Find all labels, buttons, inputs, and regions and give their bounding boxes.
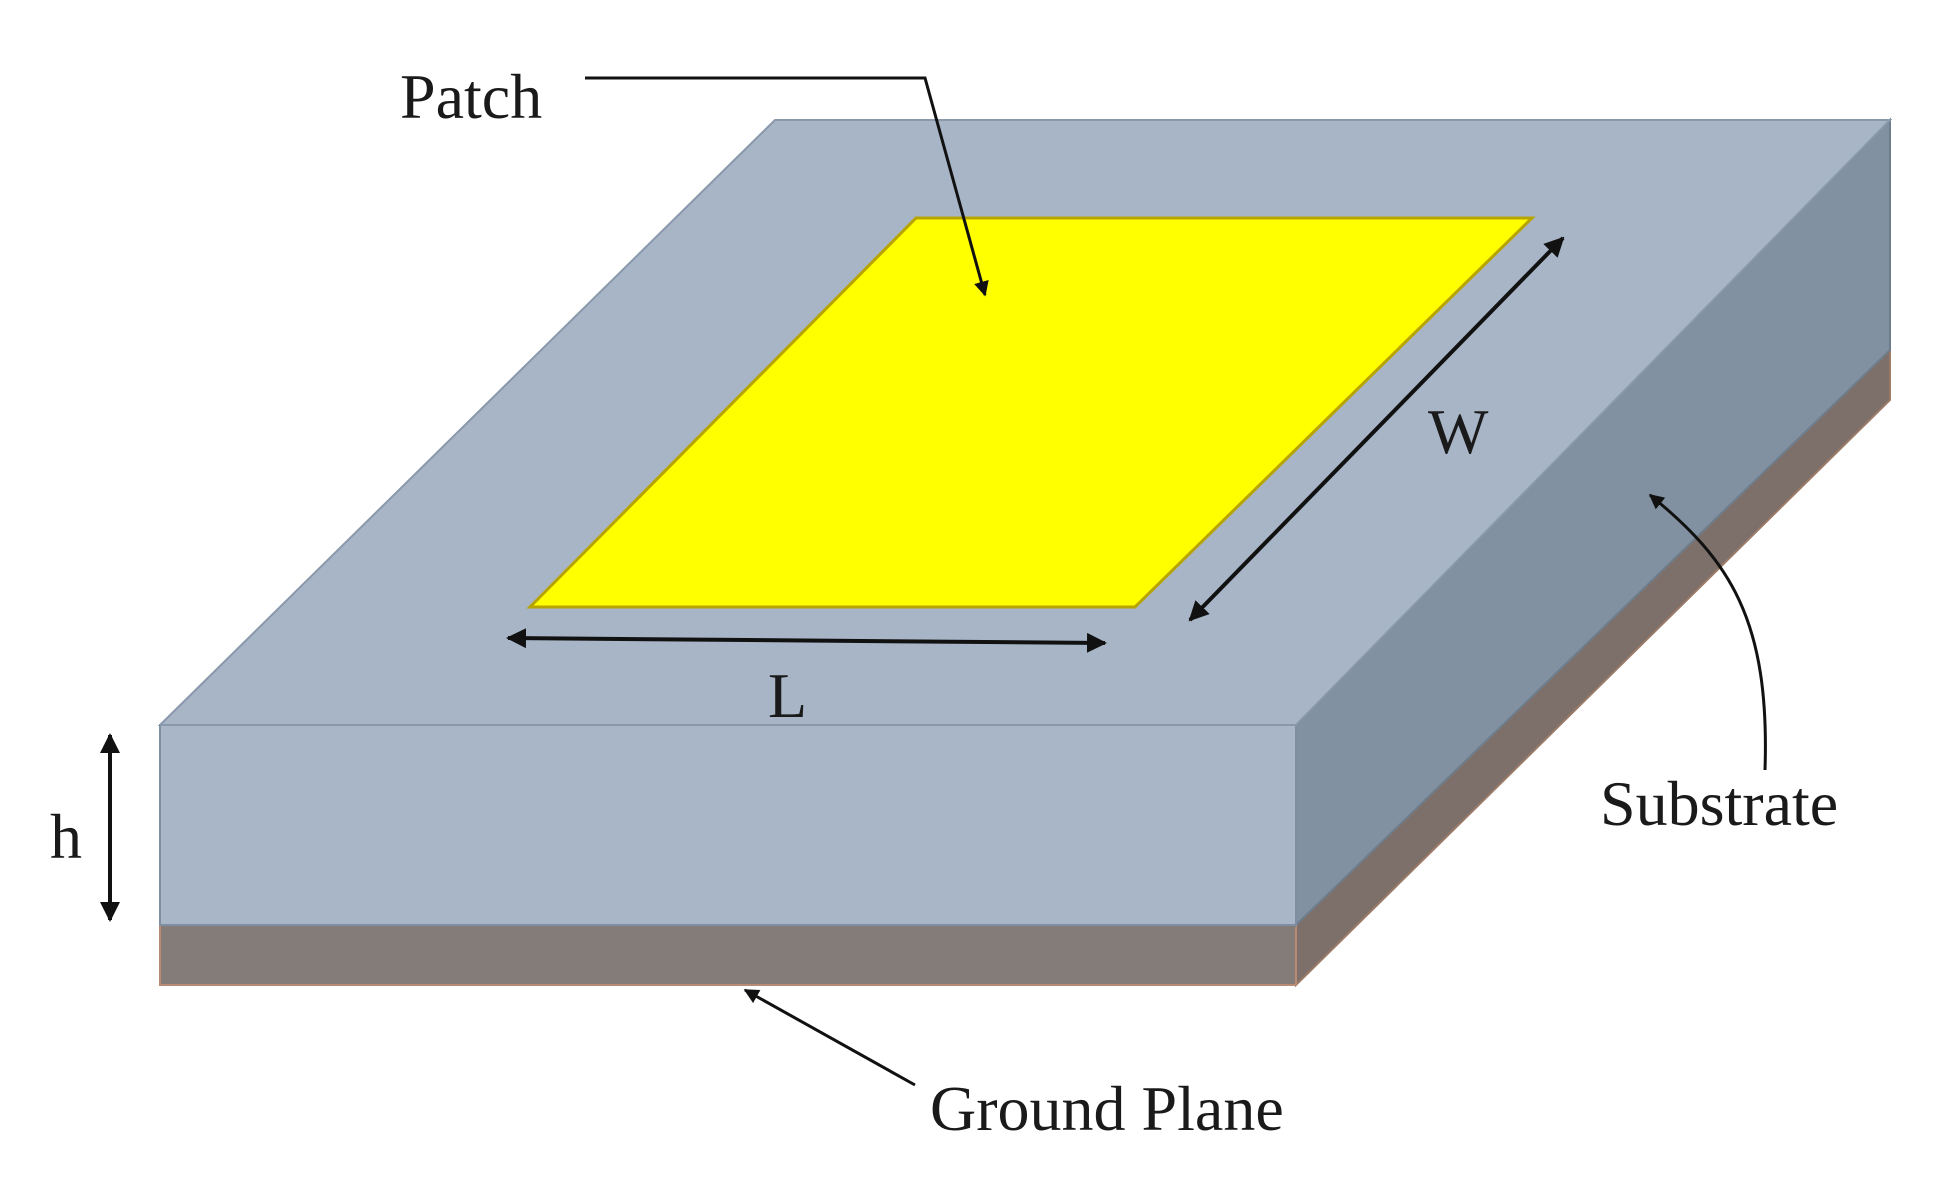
substrate-front-face [159,724,1297,926]
width-label: W [1428,396,1489,467]
patch-leader-arrow [585,76,989,297]
length-dimension-arrow [506,628,1107,653]
width-dimension-arrow [1188,236,1565,622]
substrate-leader-arrow [1648,493,1767,771]
ground-plane [159,347,1891,988]
height-label: h [50,801,82,872]
substrate-label: Substrate [1600,768,1838,839]
patch-label: Patch [400,61,542,132]
ground-plane-front [159,924,1297,986]
ground-plane-leader-arrow [743,988,916,1087]
length-label: L [768,660,807,731]
ground-plane-label: Ground Plane [930,1073,1284,1144]
